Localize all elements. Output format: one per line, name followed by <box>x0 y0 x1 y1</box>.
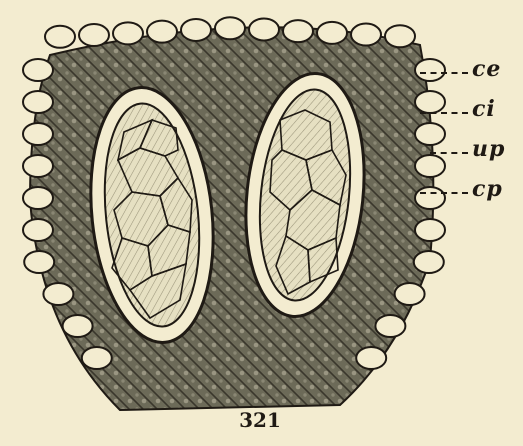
leader-line-ci <box>420 112 468 114</box>
epidermal-cell <box>43 283 73 305</box>
label-ce: ce <box>472 58 501 80</box>
epidermal-cell <box>181 19 211 41</box>
leader-line-cp <box>420 192 468 194</box>
epidermal-cell <box>45 26 75 48</box>
epidermal-cell <box>24 251 54 273</box>
epidermal-cell <box>385 25 415 47</box>
epidermal-cell <box>23 187 53 209</box>
epidermal-cell <box>82 347 112 369</box>
epidermal-cell <box>249 18 279 40</box>
epidermal-cell <box>395 283 425 305</box>
epidermal-cell <box>351 24 381 46</box>
label-ci: ci <box>472 98 496 120</box>
epidermal-cell <box>415 123 445 145</box>
label-up: up <box>472 138 505 160</box>
epidermal-cell <box>147 21 177 43</box>
leader-line-up <box>430 152 468 154</box>
epidermal-cell <box>317 22 347 44</box>
epidermal-cell <box>23 219 53 241</box>
epidermal-cell <box>415 219 445 241</box>
epidermal-cell <box>79 24 109 46</box>
epidermal-cell <box>415 59 445 81</box>
label-cp: cp <box>472 178 503 200</box>
epidermal-cell <box>356 347 386 369</box>
epidermal-cell <box>415 155 445 177</box>
epidermal-cell <box>23 59 53 81</box>
epidermal-cell <box>375 315 405 337</box>
epidermal-cell <box>283 20 313 42</box>
epidermal-cell <box>415 91 445 113</box>
epidermal-cell <box>415 187 445 209</box>
epidermal-cell <box>63 315 93 337</box>
epidermal-cell <box>23 91 53 113</box>
epidermal-cell <box>23 155 53 177</box>
epidermal-cell <box>113 22 143 44</box>
epidermal-cell <box>414 251 444 273</box>
leader-line-ce <box>420 72 468 74</box>
figure-number: 321 <box>220 408 300 432</box>
epidermal-cell <box>215 17 245 39</box>
epidermal-cell <box>23 123 53 145</box>
